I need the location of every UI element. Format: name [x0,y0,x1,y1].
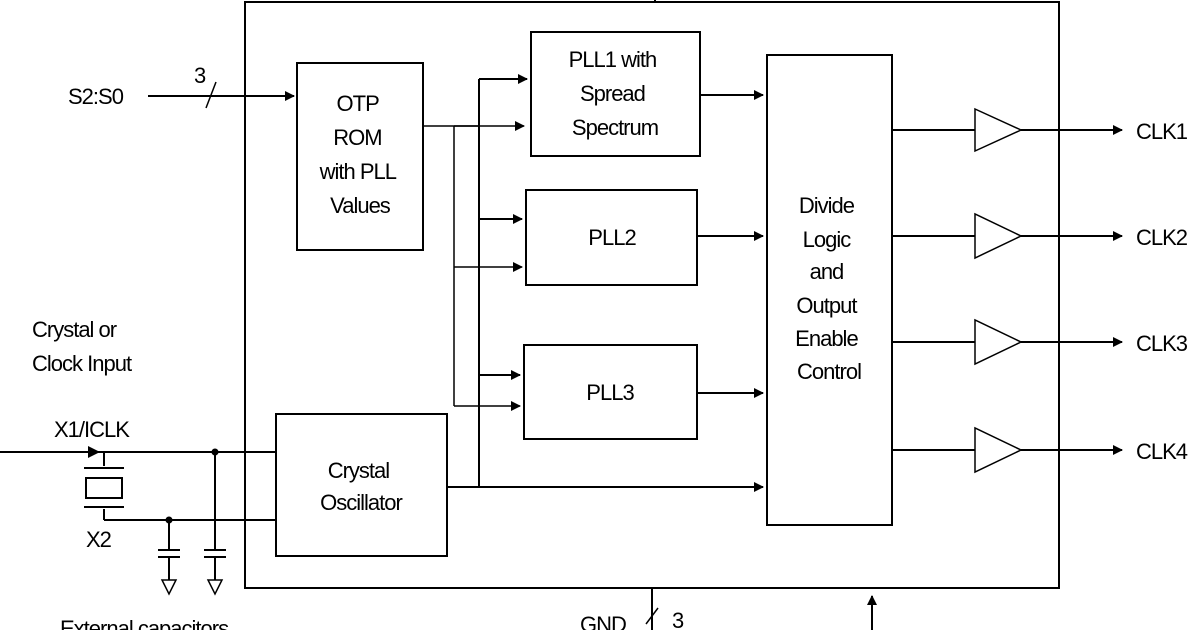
x2-pin-label: X2 [86,527,112,552]
gnd-pin-label: GND [580,612,626,630]
clk3-output: CLK3 [892,318,1189,366]
clk2-buffer [974,212,1023,260]
clk1-pin-label: CLK1 [1136,119,1188,144]
gnd-bus-width: 3 [672,608,684,630]
external-capacitor-2 [204,452,226,596]
pll2-block [525,189,698,286]
reference-clock-bus [447,74,764,492]
gnd-bus-slash [645,607,659,625]
clk2-output: CLK2 [892,212,1189,260]
clk4-buffer [974,426,1023,474]
ground-icon [160,579,178,596]
crystal-oscillator-block [275,413,448,557]
pll3-label: PLL3 [586,380,634,405]
pll3-block [523,344,698,440]
crystal-input-caption: Crystal or Clock Input [32,317,132,376]
select-bus-width: 3 [194,63,206,88]
clk4-output: CLK4 [892,426,1189,474]
x1-arrow [88,446,100,458]
external-capacitor-1 [158,520,180,596]
otp-to-pll-bus [423,121,525,411]
pll1-label: PLL1 with Spread Spectrum [569,47,662,140]
select-pin-label: S2:S0 [68,84,124,109]
select-bus-slash [205,81,217,109]
crystal-icon [84,452,124,520]
clk3-pin-label: CLK3 [1136,331,1188,356]
clk1-output: CLK1 [892,107,1189,153]
clk3-buffer [974,318,1023,366]
crystal-oscillator-label: Crystal Oscillator [320,458,402,515]
pll2-label: PLL2 [588,225,636,250]
otp-rom-block [296,62,424,251]
divide-logic-label: Divide Logic and Output Enable Control [795,193,863,384]
clk1-buffer [974,107,1023,153]
clk4-pin-label: CLK4 [1136,439,1188,464]
clk2-pin-label: CLK2 [1136,225,1188,250]
pll1-block [530,31,701,157]
x1-pin-label: X1/ICLK [54,417,130,442]
external-capacitors-label: External capacitors [60,616,229,630]
otp-rom-label: OTP ROM with PLL Values [319,91,401,218]
divide-logic-block [766,54,893,526]
ground-icon [206,579,224,596]
